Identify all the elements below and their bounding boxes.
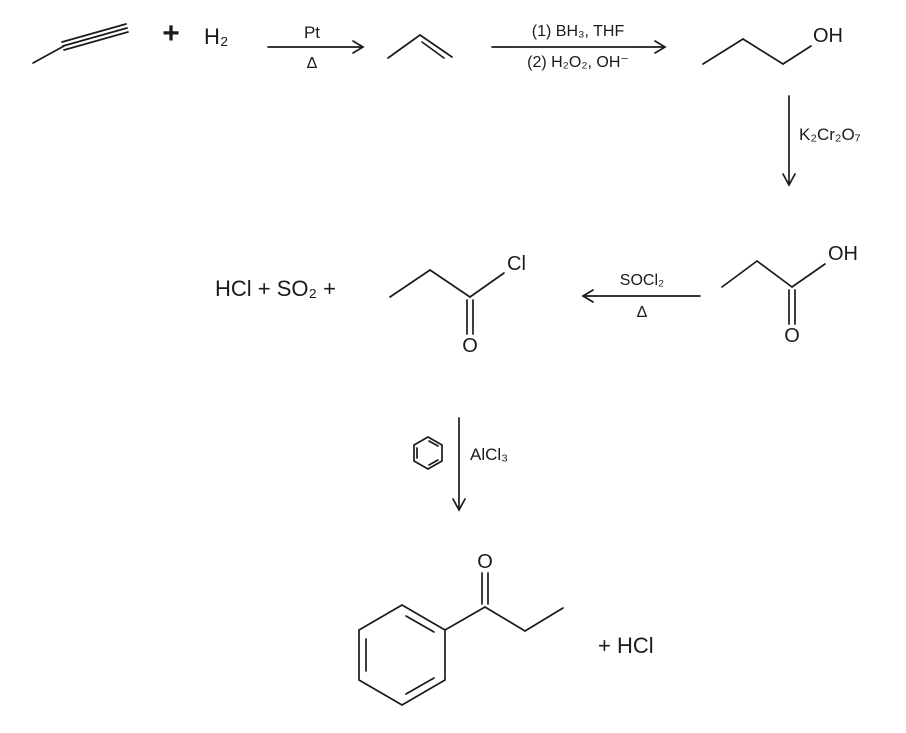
- socl2-label: SOCl₂: [620, 272, 664, 289]
- arrow-step1: [267, 40, 365, 54]
- chloride-o-label: O: [462, 335, 478, 357]
- propiophenone-structure: [358, 572, 564, 706]
- heat-label-2: Δ: [637, 304, 648, 321]
- hydroboration-reagent-line1: (1) BH₃, THF: [532, 23, 625, 40]
- heat-label-1: Δ: [307, 55, 318, 72]
- propene-structure: [387, 34, 453, 59]
- arrow-chlorination: [581, 289, 701, 303]
- acid-oh-label: OH: [828, 243, 858, 265]
- propanoyl-chloride-structure: [389, 269, 505, 335]
- byproducts-text: HCl + SO₂ +: [215, 276, 336, 301]
- propyne-structure: [32, 23, 129, 64]
- arrow-oxidation: [782, 95, 796, 187]
- arrow-acylation: [452, 417, 466, 512]
- plus-sign-1: +: [162, 17, 180, 50]
- propanol-structure: [702, 38, 812, 65]
- benzene-reagent-icon: [413, 436, 443, 470]
- catalyst-label: Pt: [304, 23, 320, 42]
- chloride-cl-label: Cl: [507, 253, 526, 275]
- propanol-oh-label: OH: [813, 25, 843, 47]
- propanoic-acid-structure: [721, 260, 826, 325]
- oxidant-label: K₂Cr₂O₇: [799, 125, 861, 144]
- ketone-o-label: O: [477, 551, 493, 573]
- arrow-step2: [491, 40, 667, 54]
- hydroboration-reagent-line2: (2) H₂O₂, OH⁻: [527, 54, 629, 71]
- acid-o-label: O: [784, 325, 800, 347]
- hydrogen-formula: H₂: [204, 24, 228, 49]
- alcl3-label: AlCl₃: [470, 445, 508, 464]
- final-byproduct-text: + HCl: [598, 633, 654, 658]
